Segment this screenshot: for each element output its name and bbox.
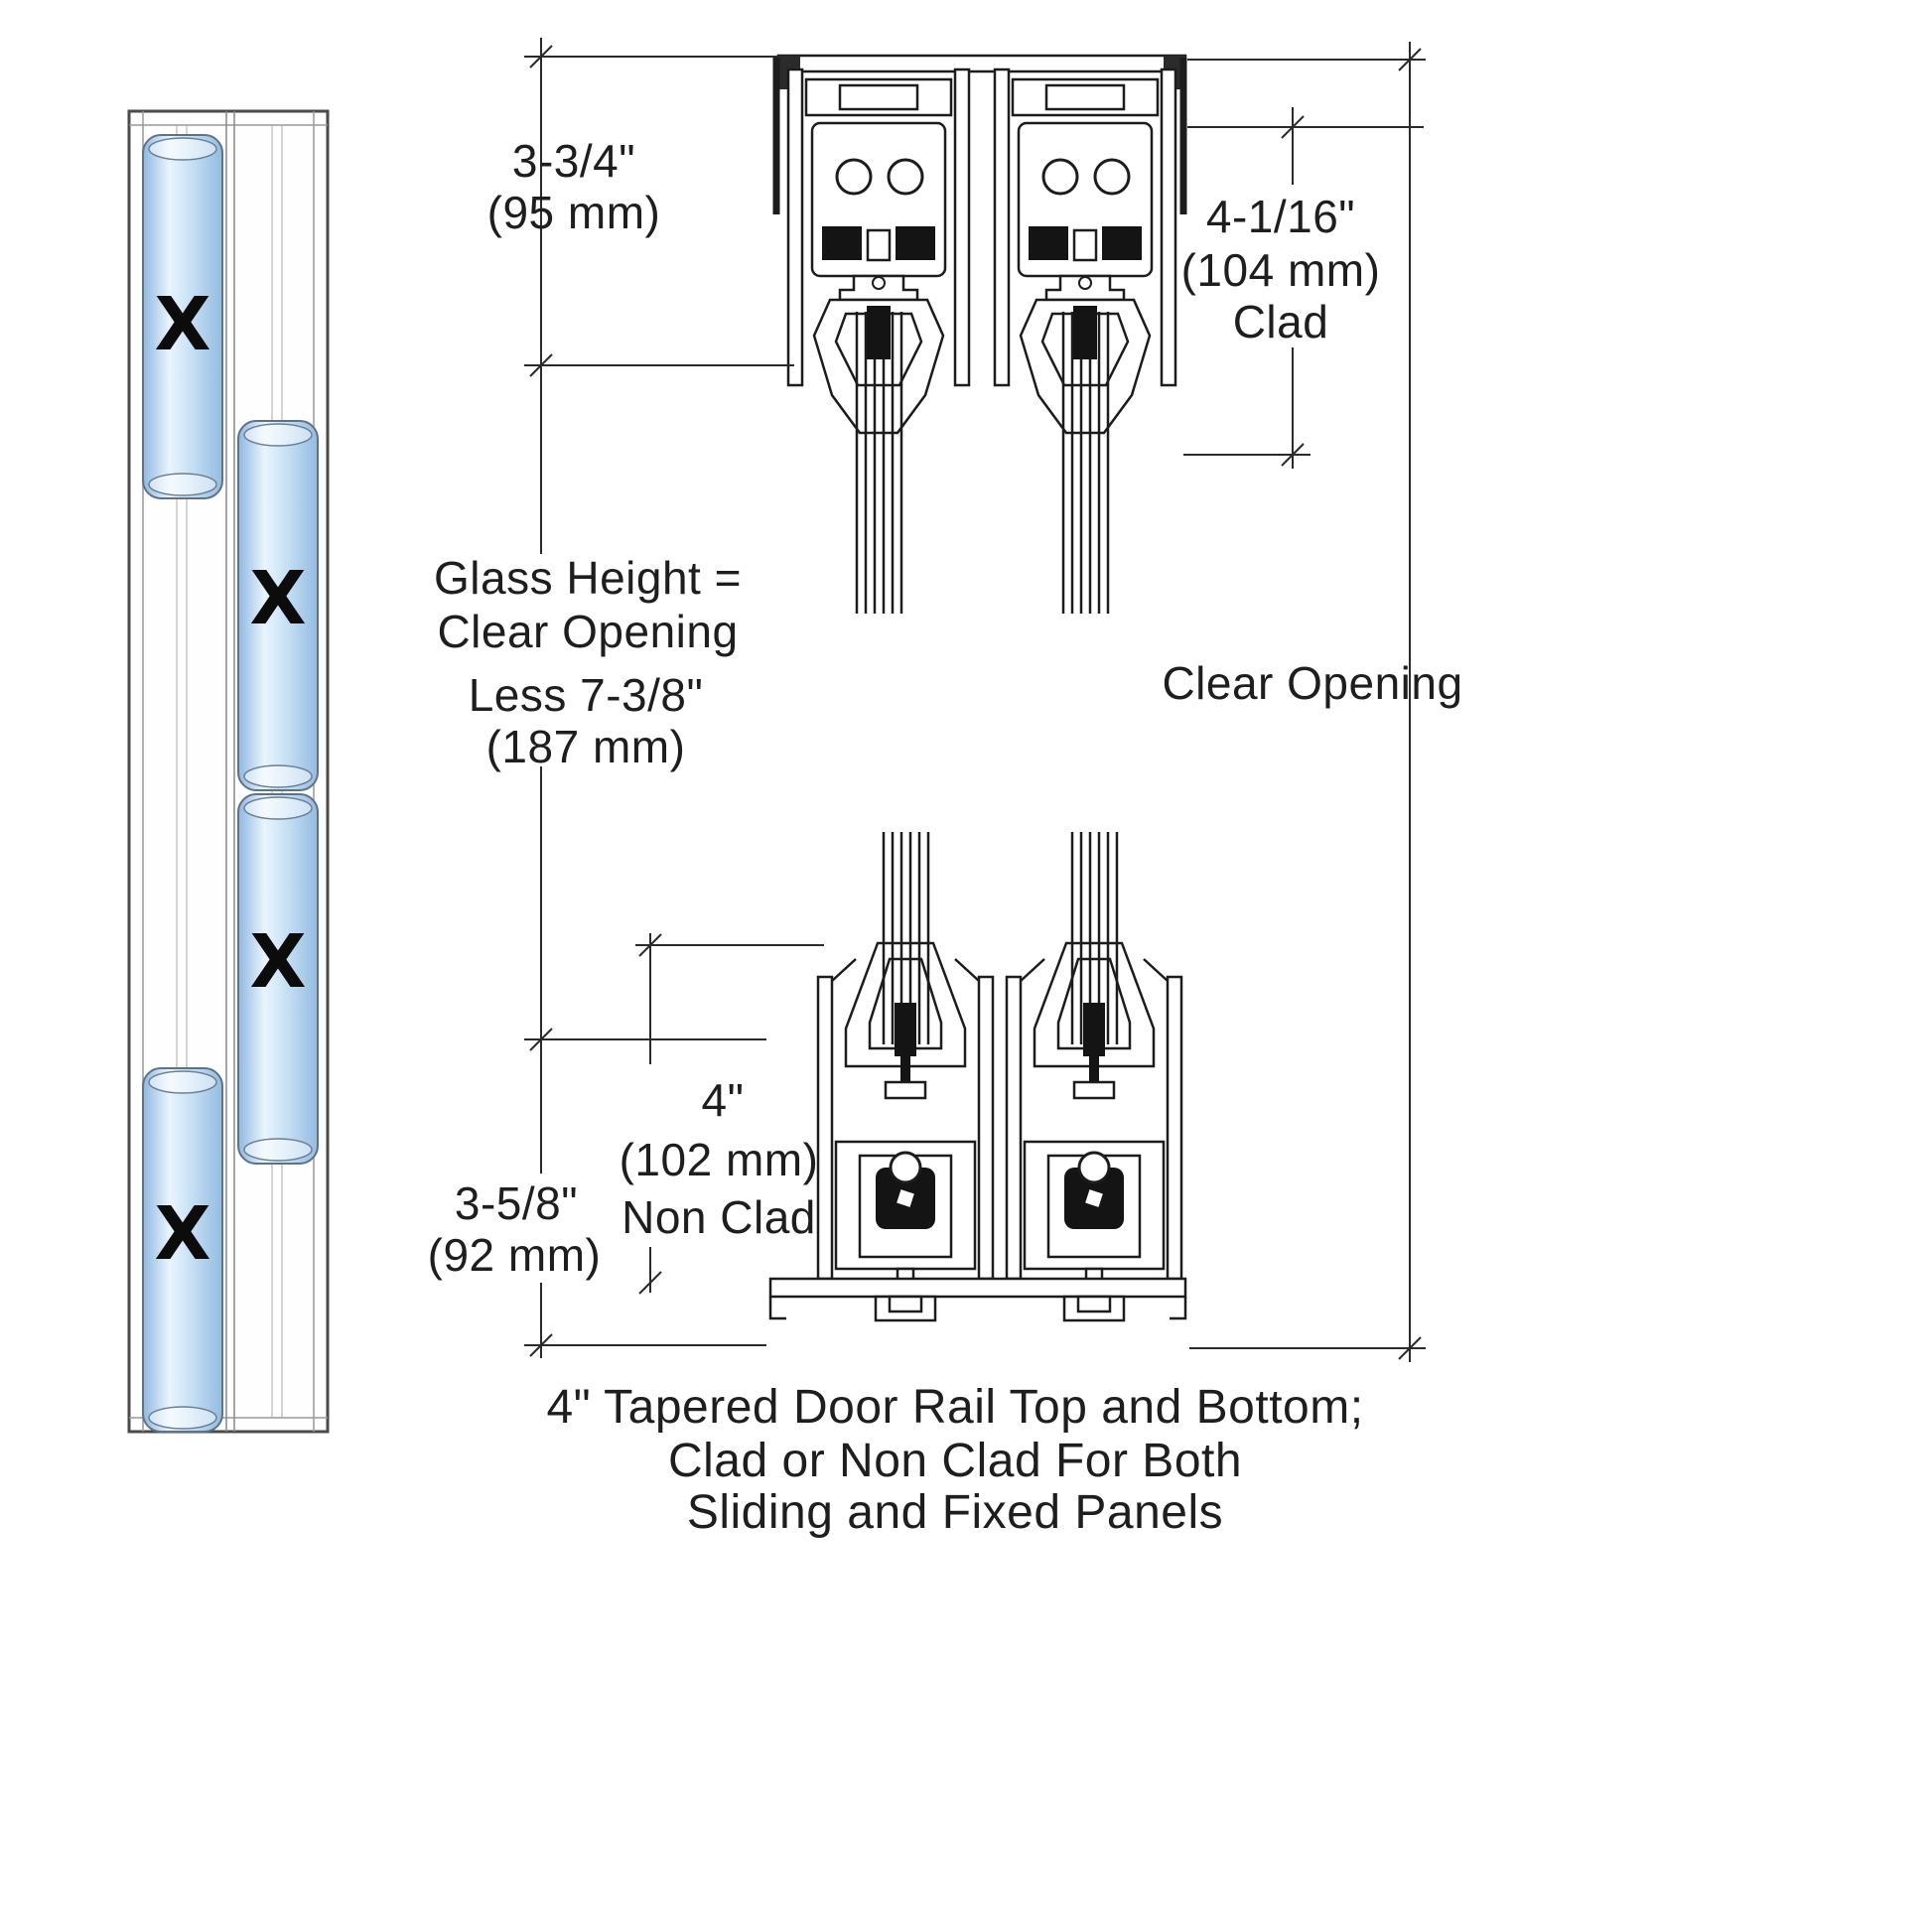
panel-x-marker: X <box>154 282 210 367</box>
glass-panels <box>142 134 319 1433</box>
label-caption-line1: 4" Tapered Door Rail Top and Bottom; <box>546 1381 1364 1434</box>
label-clear-opening: Clear Opening <box>1162 657 1463 709</box>
label-dim-top-right-line2: (104 mm) <box>1180 244 1381 296</box>
label-dim-mid-line1: 4" <box>701 1074 745 1126</box>
top-rail-section-detail <box>772 54 1187 616</box>
panel-x-marker: X <box>249 919 306 1005</box>
label-dim-bottom-left-line2: (92 mm) <box>427 1229 602 1281</box>
glass-panel <box>142 134 223 499</box>
panel-elevation: X X X X <box>127 109 330 1434</box>
glass-panel <box>237 793 319 1165</box>
label-glass-height-line1: Glass Height = <box>434 552 742 604</box>
label-glass-height-line2: Clear Opening <box>437 606 739 657</box>
label-caption-line3: Sliding and Fixed Panels <box>686 1486 1224 1539</box>
panel-x-marker: X <box>249 556 306 641</box>
label-dim-mid-line2: (102 mm) <box>619 1134 819 1185</box>
label-dim-top-left-line2: (95 mm) <box>486 187 661 238</box>
bottom-rail-section-detail <box>768 830 1187 1322</box>
label-dim-mid-line3: Non Clad <box>621 1191 816 1243</box>
label-dim-top-right-line1: 4-1/16" <box>1205 191 1356 242</box>
label-glass-height-line4: (187 mm) <box>485 721 686 772</box>
panel-x-marker: X <box>154 1191 210 1277</box>
dimension-lines <box>524 38 1426 1362</box>
label-dim-top-right-line3: Clad <box>1232 296 1329 347</box>
glass-panel <box>237 420 319 791</box>
glass-panel <box>142 1067 223 1433</box>
label-caption-line2: Clad or Non Clad For Both <box>667 1435 1243 1487</box>
label-dim-top-left-line1: 3-3/4" <box>511 135 636 187</box>
label-glass-height-line3: Less 7-3/8" <box>468 669 704 721</box>
label-dim-bottom-left-line1: 3-5/8" <box>454 1177 579 1229</box>
